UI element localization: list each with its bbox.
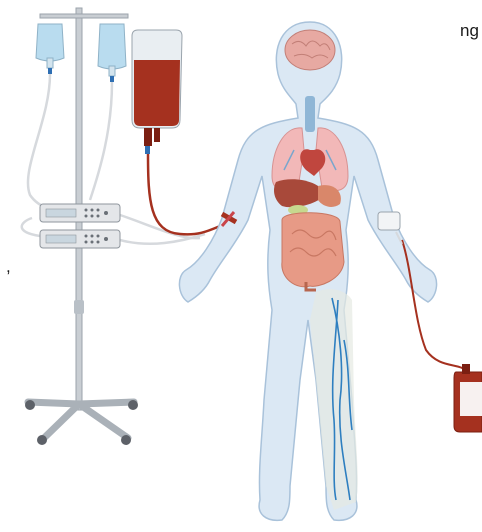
blood-bag-icon xyxy=(132,30,182,154)
iv-bag-icon xyxy=(98,24,126,82)
infusion-pump-icon xyxy=(40,204,120,222)
infusion-pump-icon xyxy=(40,230,120,248)
cropped-text-left: , xyxy=(6,258,11,275)
trachea xyxy=(305,96,315,132)
brain-icon xyxy=(285,30,335,70)
arm-cuff xyxy=(378,212,400,230)
iv-bag-icon xyxy=(36,24,64,74)
intestines-icon xyxy=(282,213,344,290)
blood-tube xyxy=(148,154,225,234)
collection-bag-icon xyxy=(454,364,482,432)
iv-pole xyxy=(25,8,138,445)
cropped-text-top: ng xyxy=(460,22,479,39)
